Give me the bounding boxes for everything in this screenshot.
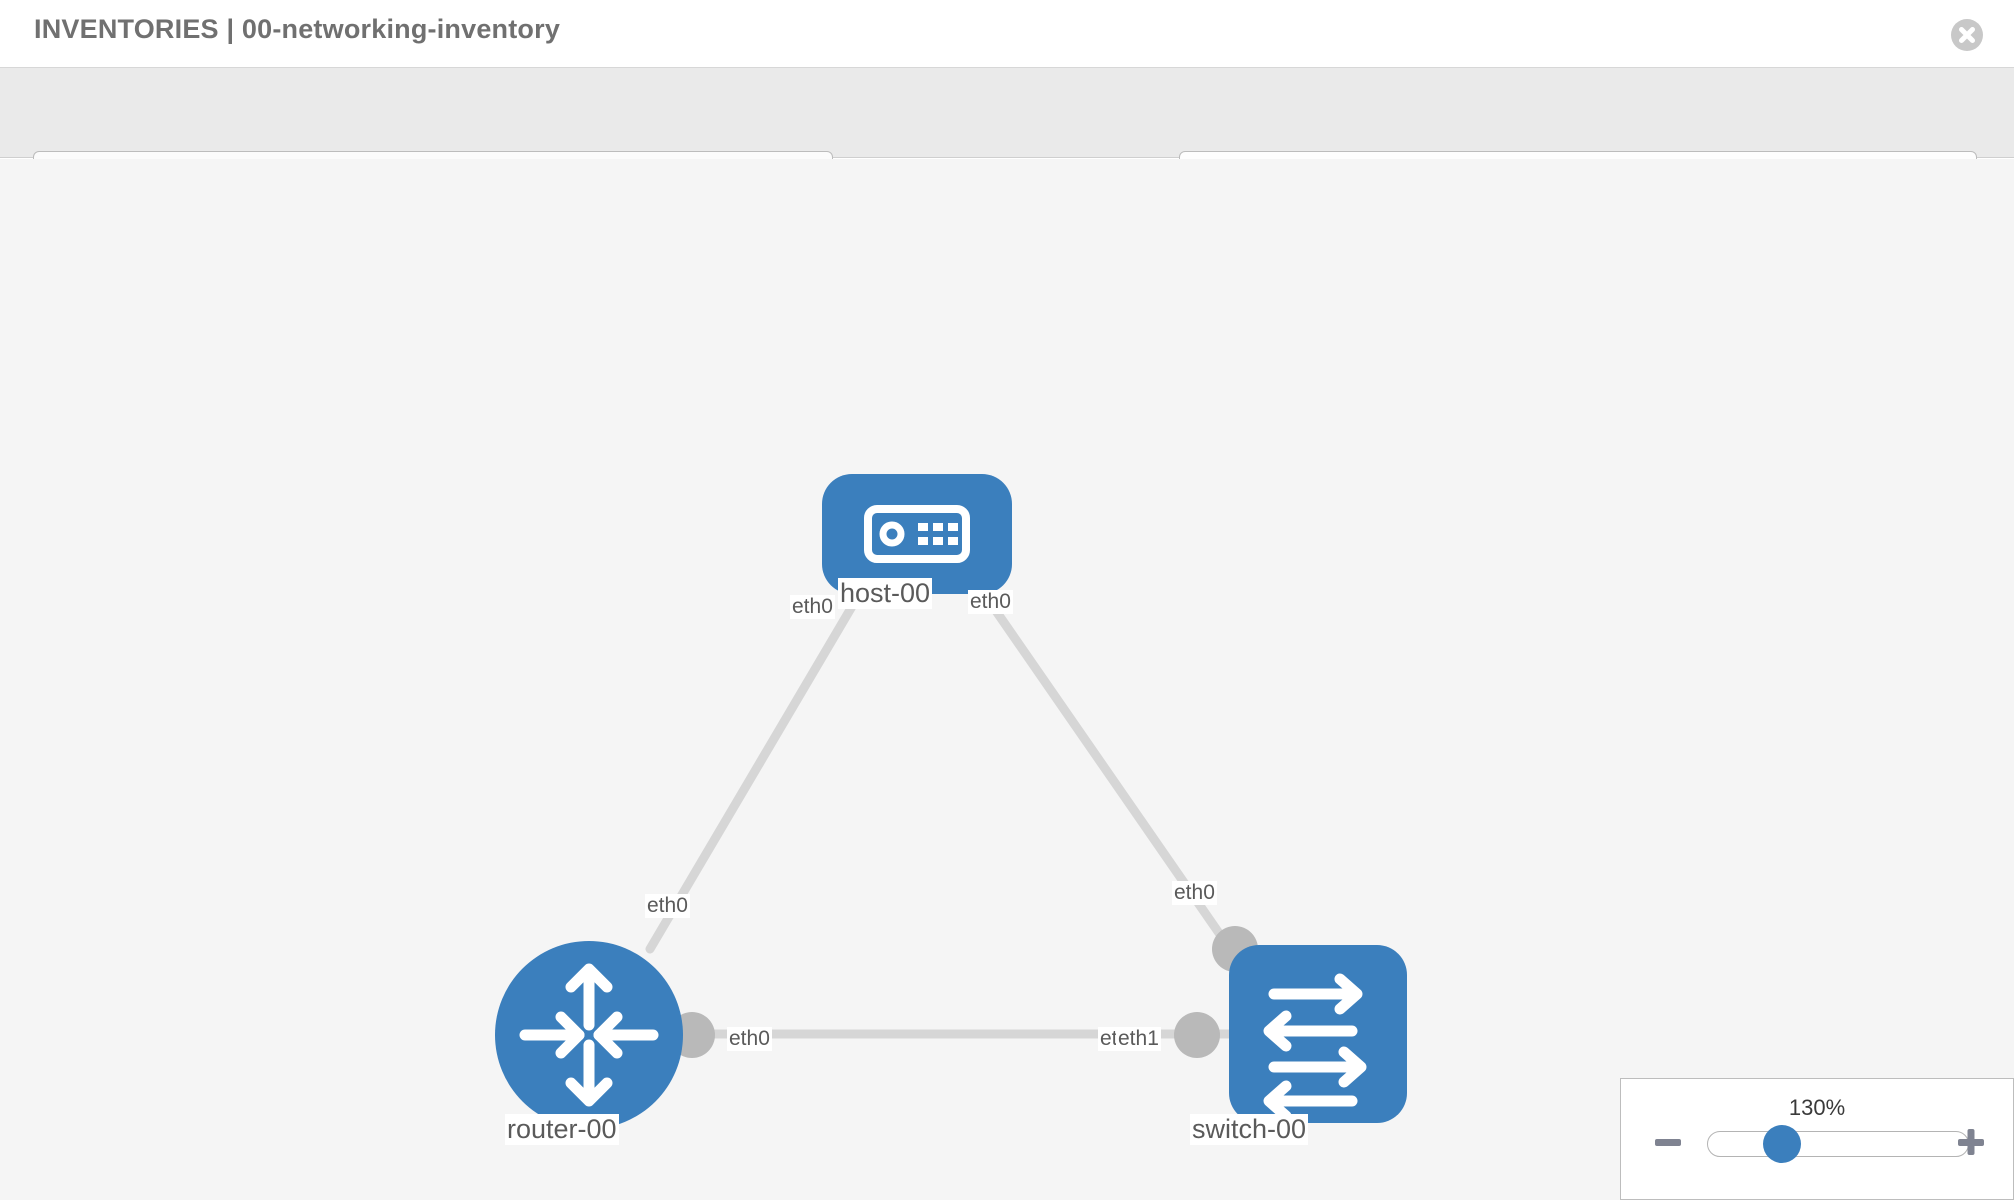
swap-arrows-icon (1263, 973, 1367, 1122)
port-switch-left (1174, 1012, 1220, 1058)
node-host-00[interactable] (822, 474, 1012, 594)
zoom-slider-track[interactable] (1707, 1131, 1969, 1157)
port-group (669, 530, 1258, 1058)
edge-group (635, 554, 1235, 1039)
plus-icon[interactable] (1955, 1126, 1987, 1158)
edge-label: eth0 (727, 1027, 772, 1051)
page-title: INVENTORIES | 00-networking-inventory (34, 14, 561, 44)
topology-canvas[interactable]: host-00 router-00 switch-00 eth0 eth0 et… (0, 159, 2014, 1200)
zoom-level-label: 130% (1788, 1095, 1846, 1120)
edge-label: eth0 (790, 595, 835, 619)
edge-label: eth0 (1172, 881, 1217, 905)
zoom-slider-thumb[interactable] (1763, 1125, 1801, 1163)
topology-graph (495, 474, 1407, 1129)
node-switch-00[interactable] (1229, 945, 1407, 1123)
node-label-switch-00: switch-00 (1190, 1114, 1309, 1145)
edge-label: eth0 (645, 894, 690, 918)
four-arrows-icon (519, 963, 659, 1107)
edge-label: eth1 (1116, 1027, 1161, 1051)
close-icon[interactable] (1950, 18, 1984, 52)
node-label-host-00: host-00 (838, 578, 933, 609)
toolbar: ACTIONS SEARCH (0, 68, 2014, 207)
edge-host-router (645, 554, 885, 954)
node-label-router-00: router-00 (505, 1114, 619, 1145)
edge-label: eth0 (968, 590, 1013, 614)
node-router-00[interactable] (495, 941, 683, 1129)
zoom-control-panel: 130% (1620, 1078, 2014, 1200)
minus-icon[interactable] (1652, 1126, 1684, 1158)
server-icon (864, 505, 970, 563)
window-header: INVENTORIES | 00-networking-inventory (0, 0, 2014, 68)
